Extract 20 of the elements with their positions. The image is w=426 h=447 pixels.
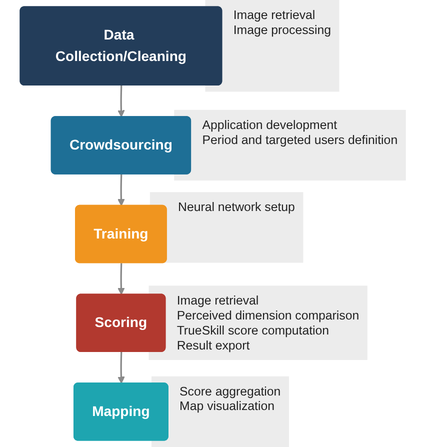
description-text: Perceived dimension comparison <box>176 308 360 323</box>
step-box: Data Collection/Cleaning <box>20 6 222 86</box>
step-box: Training <box>75 204 167 264</box>
description-text: Image retrieval <box>233 8 316 22</box>
step-box: Crowdsourcing <box>50 116 192 174</box>
step-box: Scoring <box>76 294 166 352</box>
arrow <box>118 263 125 295</box>
arrow <box>118 86 125 118</box>
description-text: Period and targeted users definition <box>202 132 398 147</box>
description-text: Score aggregation <box>180 384 281 398</box>
description-text: Map visualization <box>180 399 274 414</box>
description-text: Image processing <box>233 22 331 37</box>
step-box: Mapping <box>73 382 168 441</box>
arrow <box>118 174 125 206</box>
description-text: Neural network setup <box>178 200 295 214</box>
description-text: Result export <box>176 338 250 352</box>
description-text: Application development <box>202 118 338 132</box>
description-text: TrueSkill score computation <box>176 323 330 338</box>
description-text: Image retrieval <box>176 294 259 308</box>
arrow <box>118 352 125 384</box>
